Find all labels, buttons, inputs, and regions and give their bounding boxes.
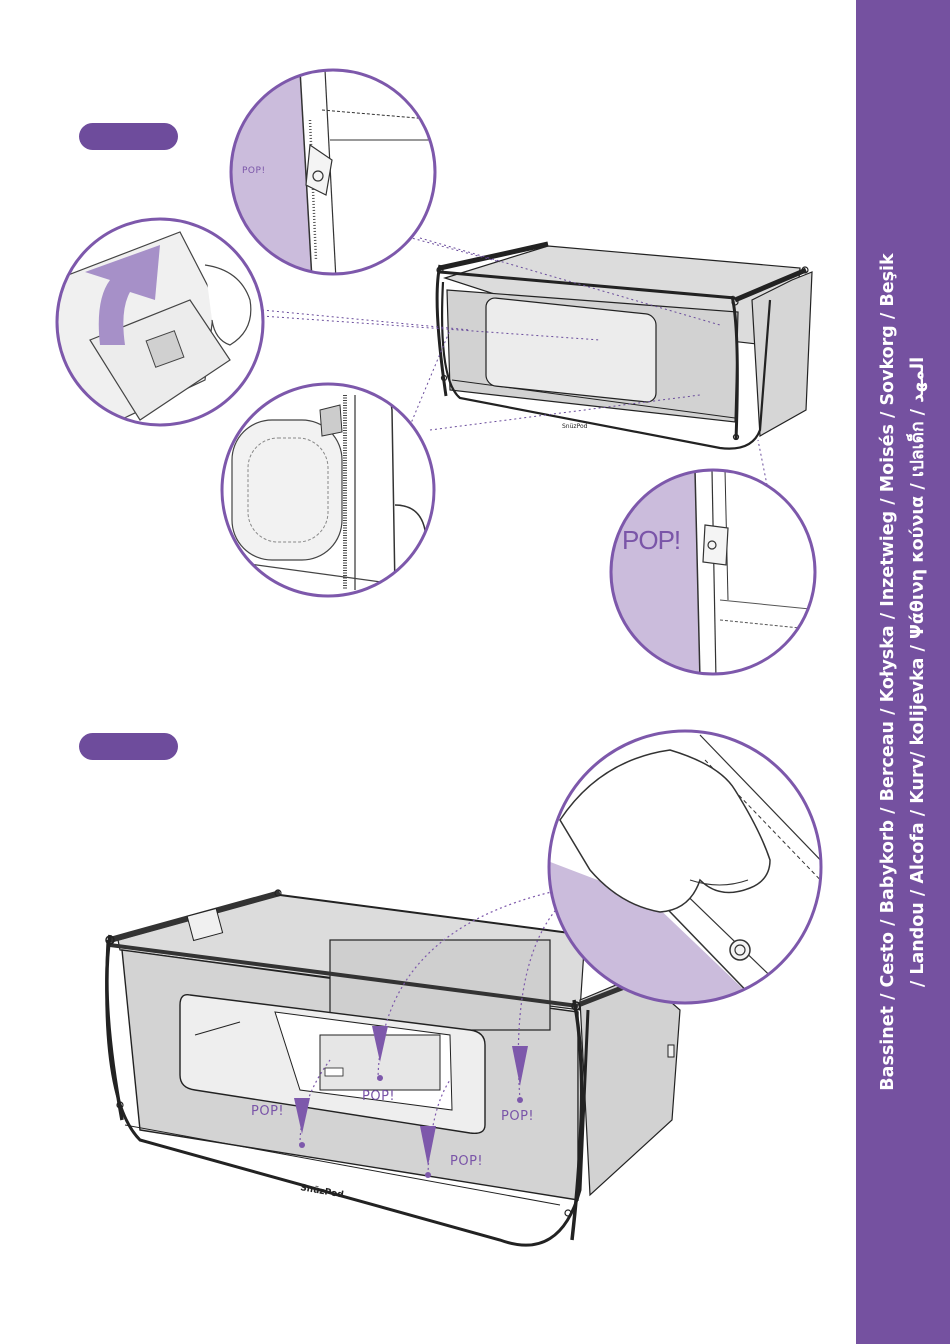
pop-callout-large: POP! [622, 525, 680, 556]
brand-logo-small: SnüzPod [562, 423, 588, 430]
section-title-line-2: / Landou / Alcofa / Kurv/ kolijevka / Ψά… [903, 22, 933, 1322]
pop-callout-1: POP! [251, 1104, 284, 1119]
section-title-line-1: Bassinet / Cesto / Babykorb / Berceau / … [873, 22, 903, 1322]
step-2-badge [79, 733, 178, 760]
section-title: Bassinet / Cesto / Babykorb / Berceau / … [873, 22, 933, 1322]
pop-callout-small: POP! [242, 166, 266, 176]
pop-callout-2: POP! [362, 1089, 395, 1104]
pop-callout-4: POP! [450, 1154, 483, 1169]
pop-callout-3: POP! [501, 1109, 534, 1124]
bassinet-small: SnüzPod [437, 244, 812, 449]
brand-logo-large: SnüzPod [299, 1183, 344, 1200]
step-1-badge [79, 123, 178, 150]
